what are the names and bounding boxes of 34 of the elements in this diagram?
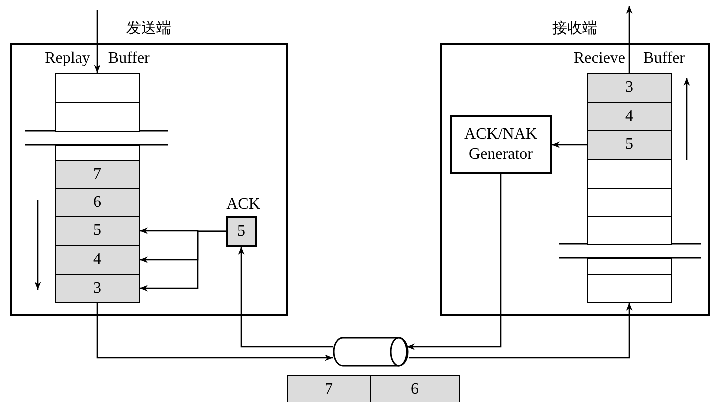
buffer-slot: 7 — [55, 160, 140, 189]
buffer-slot — [55, 102, 140, 132]
buffer-slot: 3 — [587, 73, 672, 103]
buffer-title: Recieve Buffer — [573, 50, 686, 68]
packet-cell: 6 — [370, 375, 460, 402]
buffer-slot: 3 — [55, 274, 140, 303]
panel-title: 接收端 — [552, 19, 598, 37]
generator-box: ACK/NAK Generator — [450, 115, 552, 174]
buffer-slot — [55, 73, 140, 103]
buffer-title: Replay Buffer — [44, 50, 151, 68]
arrow — [407, 174, 502, 350]
buffer-slot — [587, 159, 672, 189]
buffer-slot: 5 — [587, 130, 672, 160]
ack-label: ACK — [226, 196, 262, 214]
arrow — [96, 303, 333, 362]
buffer-slot — [587, 188, 672, 217]
link-cylinder — [333, 337, 409, 367]
buffer-slot: 5 — [55, 216, 140, 246]
buffer-slot — [55, 145, 140, 161]
buffer-slot: 4 — [55, 245, 140, 275]
packet-cell: 7 — [287, 375, 371, 402]
buffer-slot — [587, 274, 672, 303]
buffer-slot: 4 — [587, 102, 672, 131]
arrow — [140, 230, 226, 292]
flow-arrow — [626, 6, 633, 73]
arrow — [552, 142, 587, 148]
sequence-number: 5 — [236, 223, 246, 241]
flow-arrow — [94, 10, 101, 73]
panel-title: 发送端 — [126, 19, 172, 37]
buffer-slot — [587, 216, 672, 245]
arrow — [409, 303, 633, 359]
arrow — [238, 247, 333, 348]
buffer-slot: 6 — [55, 188, 140, 217]
buffer-slot — [587, 258, 672, 275]
